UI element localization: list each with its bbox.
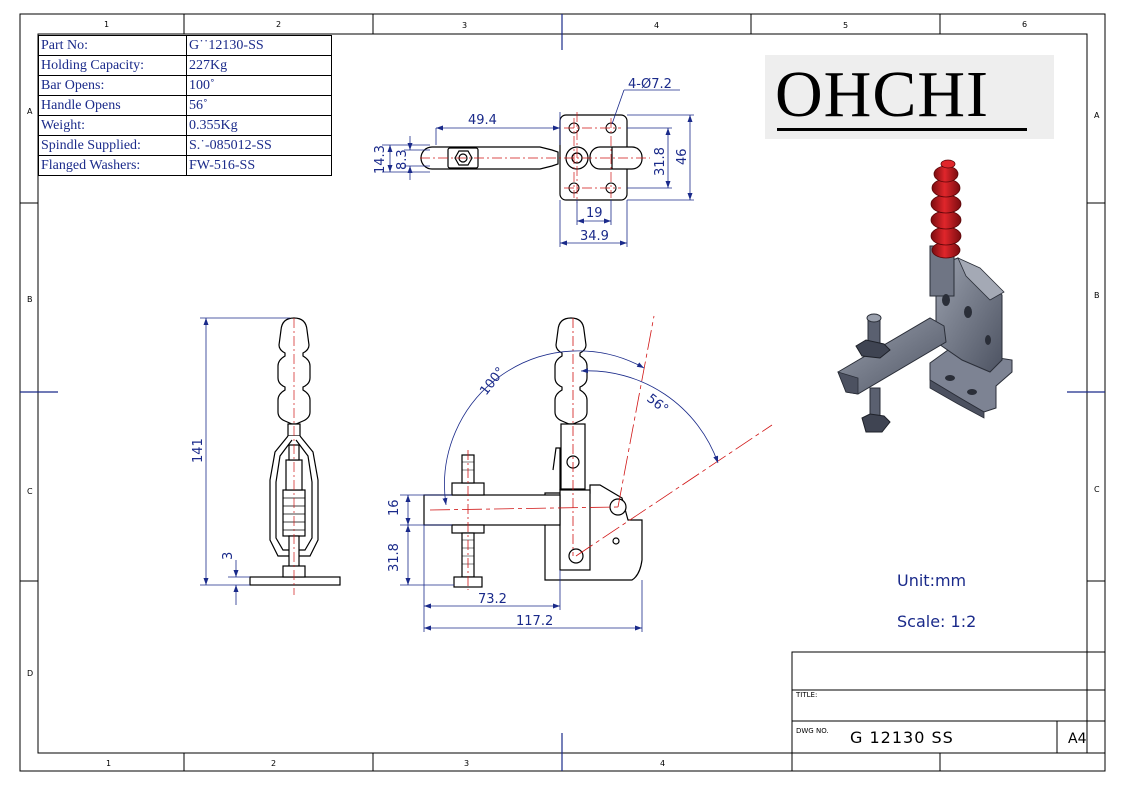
spec-table: Part No:G˙˙12130-SS Holding Capacity:227… [38, 35, 332, 176]
dim-base-h2: 46 [675, 148, 690, 165]
spec-value: 100˚ [186, 75, 332, 96]
spec-row: Holding Capacity:227Kg [38, 55, 332, 76]
zone-labels: 1 2 3 4 5 6 1 2 3 4 A B C D A B C [27, 20, 1100, 768]
brand-logo: OHCHI [765, 55, 1054, 139]
spec-label: Spindle Supplied: [38, 135, 187, 156]
zone-top-6: 6 [1022, 20, 1027, 29]
dim-side-base: 3 [221, 552, 236, 560]
logo-text: OHCHI [775, 58, 989, 131]
dim-base-w1: 19 [586, 206, 603, 221]
spec-label: Part No: [38, 35, 187, 56]
spec-value: 56˚ [186, 95, 332, 116]
zone-bottom-2: 2 [271, 759, 276, 768]
zone-top-1: 1 [104, 20, 109, 29]
zone-left-b: B [27, 295, 33, 304]
zone-bottom-1: 1 [106, 759, 111, 768]
scale-note: Scale: 1:2 [897, 612, 977, 631]
centering-marks [20, 14, 1105, 771]
spec-row: Bar Opens:100˚ [38, 75, 332, 96]
spec-row: Part No:G˙˙12130-SS [38, 35, 332, 56]
zone-right-a: A [1094, 111, 1100, 120]
dim-top-holes: 4-Ø7.2 [628, 77, 672, 92]
zone-bottom-3: 3 [464, 759, 469, 768]
zone-top-4: 4 [654, 21, 659, 30]
title-label: TITLE: [796, 691, 818, 699]
zone-left-c: C [27, 487, 33, 496]
zone-bottom-4: 4 [660, 759, 665, 768]
dim-angle-bar: 100° [477, 365, 508, 399]
dim-base-w2: 34.9 [580, 229, 609, 244]
dim-arm-height: 16 [387, 499, 402, 516]
unit-note: Unit:mm [897, 571, 967, 590]
spec-row: Weight:0.355Kg [38, 115, 332, 136]
dwg-no-label: DWG NO. [796, 727, 829, 735]
spec-value: FW-516-SS [186, 155, 332, 176]
dim-side-height: 141 [191, 438, 206, 463]
zone-top-2: 2 [276, 20, 281, 29]
dwg-no-value: G 12130 SS [850, 728, 954, 747]
dim-reach: 73.2 [478, 592, 507, 607]
isometric-view [837, 159, 1013, 433]
dim-top-h2: 8.3 [395, 149, 410, 170]
dim-overall: 117.2 [516, 614, 553, 629]
spec-value: G˙˙12130-SS [186, 35, 332, 56]
spec-label: Handle Opens [38, 95, 187, 116]
front-view [400, 315, 773, 632]
spec-row: Flanged Washers:FW-516-SS [38, 155, 332, 176]
title-block [791, 651, 1106, 772]
zone-right-b: B [1094, 291, 1100, 300]
spec-label: Weight: [38, 115, 187, 136]
spec-label: Holding Capacity: [38, 55, 187, 76]
dim-top-length: 49.4 [468, 113, 497, 128]
logo-underline [777, 128, 1027, 131]
spec-label: Bar Opens: [38, 75, 187, 96]
dim-spindle-height: 31.8 [387, 543, 402, 572]
zone-left-a: A [27, 107, 33, 116]
zone-left-d: D [27, 669, 33, 678]
side-view [200, 317, 341, 605]
zone-top-5: 5 [843, 21, 848, 30]
dim-base-h1: 31.8 [653, 147, 668, 176]
zone-top-3: 3 [462, 21, 467, 30]
spec-row: Spindle Supplied:S.˙-085012-SS [38, 135, 332, 156]
sheet-size: A4 [1068, 731, 1087, 747]
dim-top-h1: 14.3 [373, 145, 388, 174]
top-view [382, 89, 694, 247]
spec-value: 0.355Kg [186, 115, 332, 136]
spec-label: Flanged Washers: [38, 155, 187, 176]
spec-value: S.˙-085012-SS [186, 135, 332, 156]
zone-right-c: C [1094, 485, 1100, 494]
spec-value: 227Kg [186, 55, 332, 76]
